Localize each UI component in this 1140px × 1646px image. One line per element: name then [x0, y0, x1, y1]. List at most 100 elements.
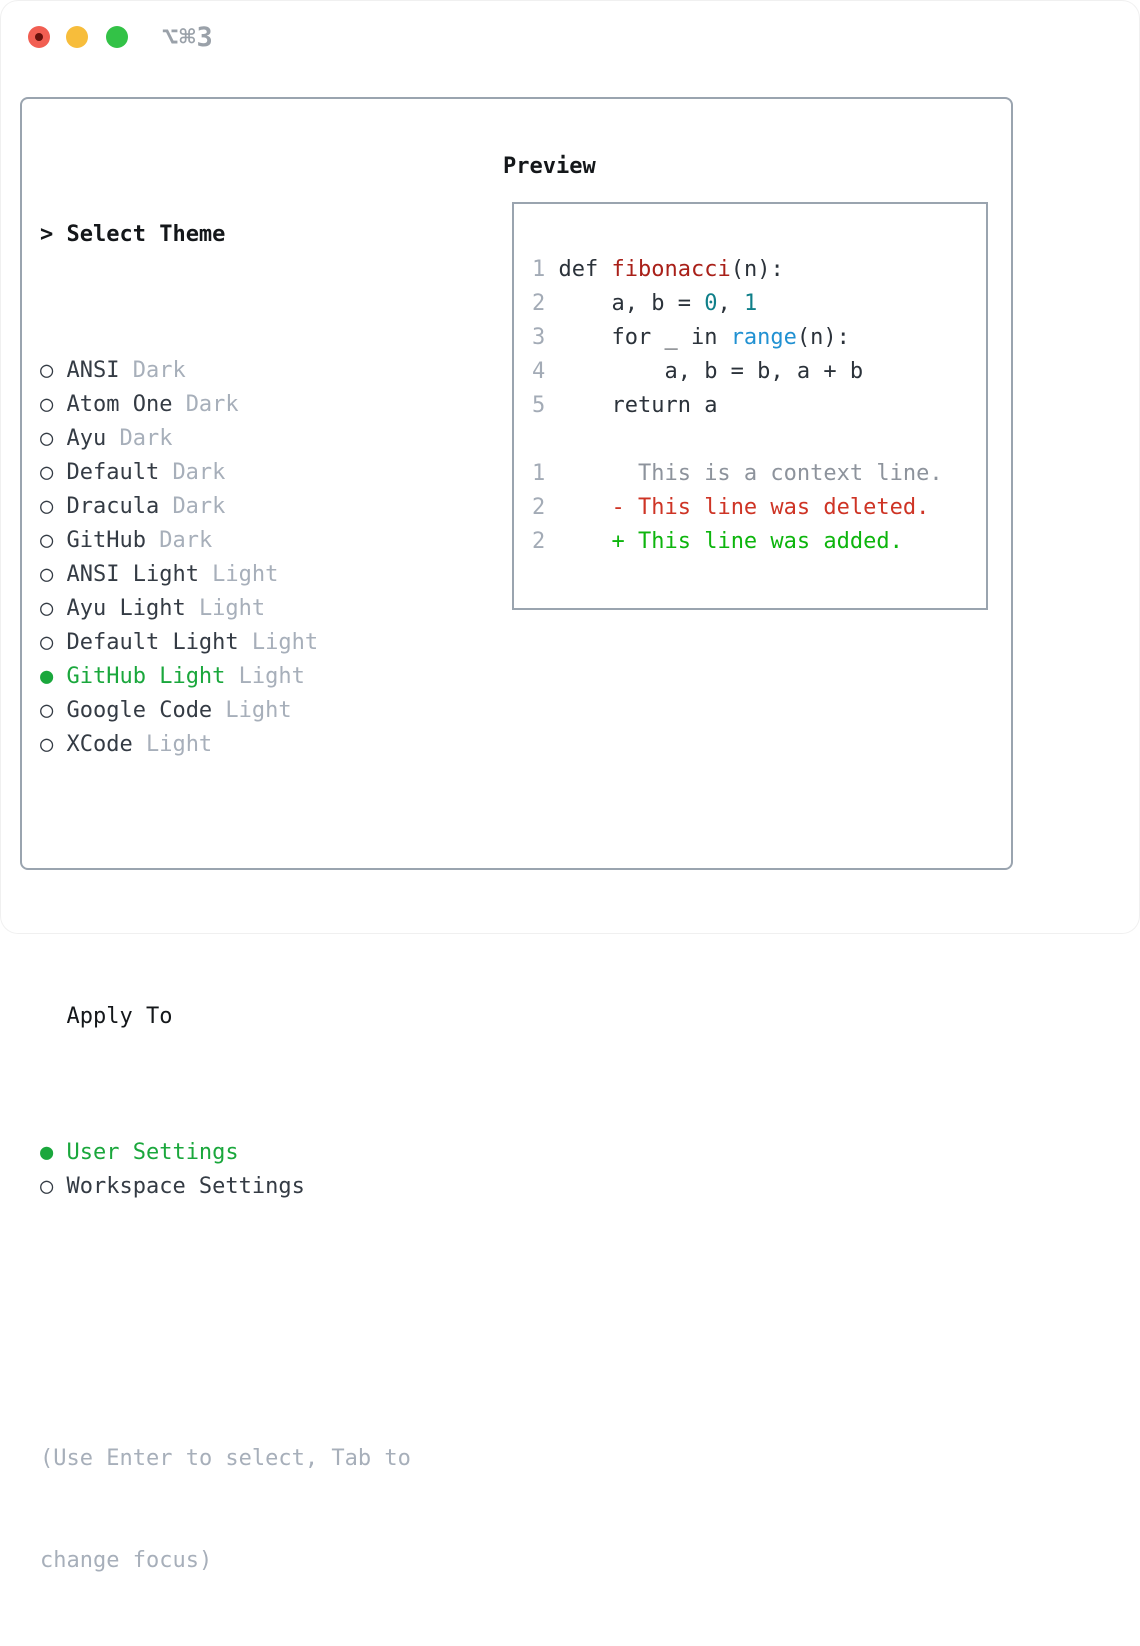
spacer: [40, 864, 411, 898]
radio-unselected-icon: ○: [40, 392, 54, 417]
code-token-plain: a, b =: [545, 291, 705, 316]
radio-unselected-icon: ○: [40, 1174, 54, 1199]
code-token-plain: [545, 529, 611, 554]
theme-name: Default Light: [66, 630, 239, 655]
radio-unselected-icon: ○: [40, 460, 54, 485]
theme-name: Ayu Light: [66, 596, 186, 621]
code-token-plain: (n):: [730, 257, 784, 282]
radio-selected-icon: ●: [40, 664, 54, 689]
code-token-number: 0: [704, 291, 718, 316]
code-token-plain: for _ in: [545, 325, 731, 350]
window-title: ⌥⌘3: [162, 22, 214, 53]
theme-name: XCode: [66, 732, 133, 757]
select-theme-heading: > Select Theme: [40, 218, 411, 252]
code-token-plain: a, b = b, a + b: [545, 359, 864, 384]
diff-line: 2 - This line was deleted.: [532, 491, 943, 525]
theme-variant: Light: [251, 630, 319, 655]
theme-option[interactable]: ● GitHub Light Light: [40, 660, 411, 694]
radio-selected-icon: ●: [40, 1140, 54, 1165]
radio-unselected-icon: ○: [40, 358, 54, 383]
theme-name: GitHub Light: [66, 664, 226, 689]
theme-option[interactable]: ○ ANSI Light Light: [40, 558, 411, 592]
code-token-added: + This line was added.: [611, 529, 903, 554]
theme-name: ANSI Light: [66, 562, 199, 587]
code-line: 2 a, b = 0, 1: [532, 287, 943, 321]
zoom-button[interactable]: [106, 26, 128, 48]
apply-to-list: ● User Settings ○ Workspace Settings: [40, 1136, 411, 1204]
code-line: 4 a, b = b, a + b: [532, 355, 943, 389]
help-text-line-1: (Use Enter to select, Tab to: [40, 1446, 411, 1471]
theme-variant: Dark: [172, 494, 226, 519]
close-button[interactable]: [28, 26, 50, 48]
theme-variant: Light: [238, 664, 305, 689]
select-theme-heading-label: Select Theme: [66, 222, 226, 247]
code-token-plain: return a: [545, 393, 718, 418]
code-token-builtin: range: [730, 325, 797, 350]
apply-to-heading: Apply To: [66, 1004, 173, 1029]
minimize-button[interactable]: [66, 26, 88, 48]
line-number: 1: [532, 257, 546, 282]
theme-variant: Light: [225, 698, 292, 723]
theme-name: Dracula: [66, 494, 160, 519]
radio-unselected-icon: ○: [40, 494, 54, 519]
theme-option[interactable]: ○ Dracula Dark: [40, 490, 411, 524]
theme-option[interactable]: ○ Default Dark: [40, 456, 411, 490]
preview-heading: Preview: [503, 154, 596, 179]
help-text-line-2: change focus): [40, 1548, 213, 1573]
line-number: 3: [532, 325, 546, 350]
theme-option[interactable]: ○ Google Code Light: [40, 694, 411, 728]
theme-variant: Dark: [132, 358, 186, 383]
line-number: 1: [532, 461, 546, 486]
app-window: { "titlebar": { "title": "⌥⌘3" }, "panel…: [0, 0, 1140, 1573]
radio-unselected-icon: ○: [40, 562, 54, 587]
theme-variant: Dark: [185, 392, 239, 417]
theme-variant: Dark: [119, 426, 173, 451]
line-number: 2: [532, 291, 546, 316]
theme-name: Atom One: [66, 392, 173, 417]
code-token-context: This is a context line.: [545, 461, 943, 486]
radio-unselected-icon: ○: [40, 528, 54, 553]
theme-variant: Light: [145, 732, 213, 757]
titlebar: ⌥⌘3: [0, 0, 1140, 70]
code-token-plain: ,: [717, 291, 744, 316]
apply-to-name: Workspace Settings: [66, 1174, 305, 1199]
radio-unselected-icon: ○: [40, 698, 54, 723]
code-token-plain: [545, 495, 611, 520]
diff-line: 2 + This line was added.: [532, 525, 943, 559]
code-token-plain: def: [545, 257, 612, 282]
line-number: 2: [532, 529, 546, 554]
theme-variant: Dark: [172, 460, 226, 485]
spacer: [40, 1306, 411, 1340]
code-token-deleted: - This line was deleted.: [611, 495, 930, 520]
theme-name: Ayu: [66, 426, 107, 451]
code-token-function: fibonacci: [611, 257, 731, 282]
theme-option[interactable]: ○ Atom One Dark: [40, 388, 411, 422]
recording-dot-icon: [35, 33, 43, 41]
spacer: [532, 423, 943, 457]
apply-to-option[interactable]: ○ Workspace Settings: [40, 1170, 411, 1204]
radio-unselected-icon: ○: [40, 596, 54, 621]
line-number: 4: [532, 359, 546, 384]
code-token-plain: (n):: [796, 325, 850, 350]
apply-to-name: User Settings: [66, 1140, 239, 1165]
theme-name: Google Code: [66, 698, 213, 723]
theme-name: Default: [66, 460, 160, 485]
radio-unselected-icon: ○: [40, 732, 54, 757]
theme-option[interactable]: ○ XCode Light: [40, 728, 411, 762]
code-line: 5 return a: [532, 389, 943, 423]
theme-variant: Light: [212, 562, 279, 587]
cursor-icon: >: [40, 222, 54, 247]
theme-variant: Dark: [159, 528, 213, 553]
code-line: 1 def fibonacci(n):: [532, 253, 943, 287]
apply-to-option[interactable]: ● User Settings: [40, 1136, 411, 1170]
